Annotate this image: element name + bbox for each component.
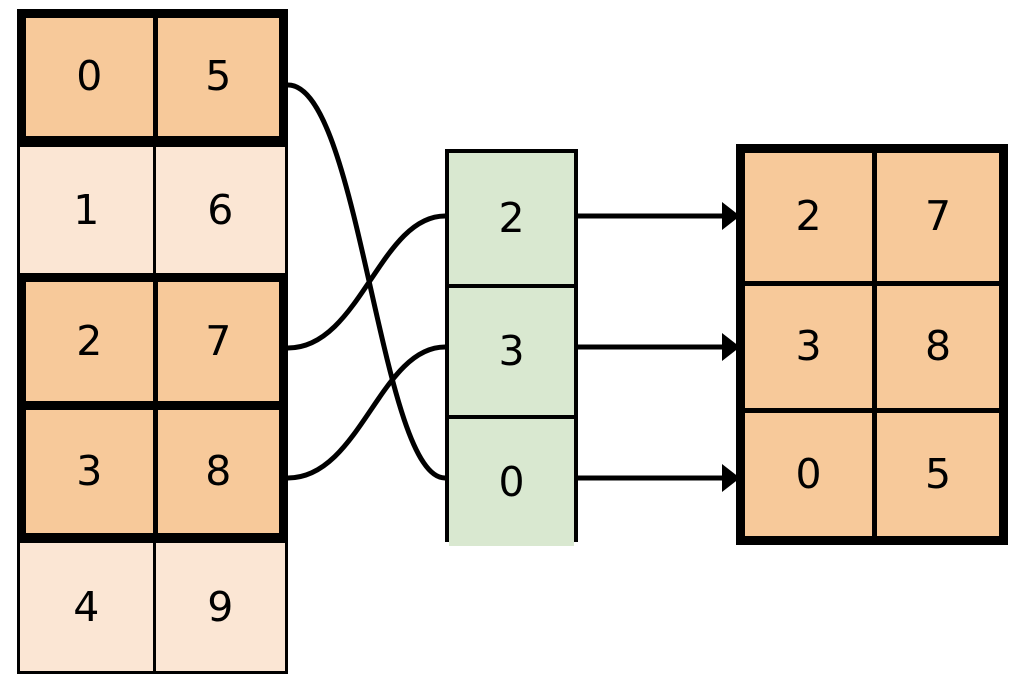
result-cell-r0c0: 2 xyxy=(745,153,872,281)
source-cell-r2c1: 7 xyxy=(152,281,279,401)
source-cell-r4c1: 9 xyxy=(152,543,285,671)
source-table-row-2: 2 7 xyxy=(17,272,288,410)
result-cell-r0c1: 7 xyxy=(872,153,999,281)
link-arrow-index-3-to-result-row-1 xyxy=(578,333,740,361)
source-table-row-0: 0 5 xyxy=(17,8,288,146)
result-cell-r2c0: 0 xyxy=(745,408,872,536)
source-cell-r3c0: 3 xyxy=(26,409,153,533)
index-cell-0: 2 xyxy=(449,153,574,284)
source-table-row-3: 3 8 xyxy=(17,400,288,542)
result-cell-r2c1: 5 xyxy=(872,408,999,536)
result-table: 2 7 3 8 0 5 xyxy=(736,144,1008,545)
source-cell-r1c1: 6 xyxy=(152,146,285,275)
source-cell-r0c1: 5 xyxy=(152,17,279,137)
link-arrow-index-0-to-result-row-2 xyxy=(578,464,740,492)
link-curve-row-3-to-index-3 xyxy=(287,344,446,481)
source-table-row-1: 1 6 xyxy=(17,143,288,278)
link-arrow-index-2-to-result-row-0 xyxy=(578,202,740,230)
index-cell-1: 3 xyxy=(449,284,574,415)
link-curve-row-2-to-index-2 xyxy=(287,213,446,351)
source-cell-r2c0: 2 xyxy=(26,281,153,401)
link-curve-row-0-to-index-0 xyxy=(287,82,446,481)
source-table: 0 5 1 6 2 7 3 8 4 9 xyxy=(17,8,288,674)
index-cell-2: 0 xyxy=(449,415,574,546)
source-cell-r4c0: 4 xyxy=(20,543,153,671)
source-cell-r3c1: 8 xyxy=(152,409,279,533)
result-cell-r1c0: 3 xyxy=(745,280,872,409)
source-cell-r0c0: 0 xyxy=(26,17,153,137)
source-cell-r1c0: 1 xyxy=(20,146,153,275)
index-column: 2 3 0 xyxy=(445,149,578,546)
result-cell-r1c1: 8 xyxy=(872,280,999,409)
source-table-row-4: 4 9 xyxy=(17,540,288,674)
